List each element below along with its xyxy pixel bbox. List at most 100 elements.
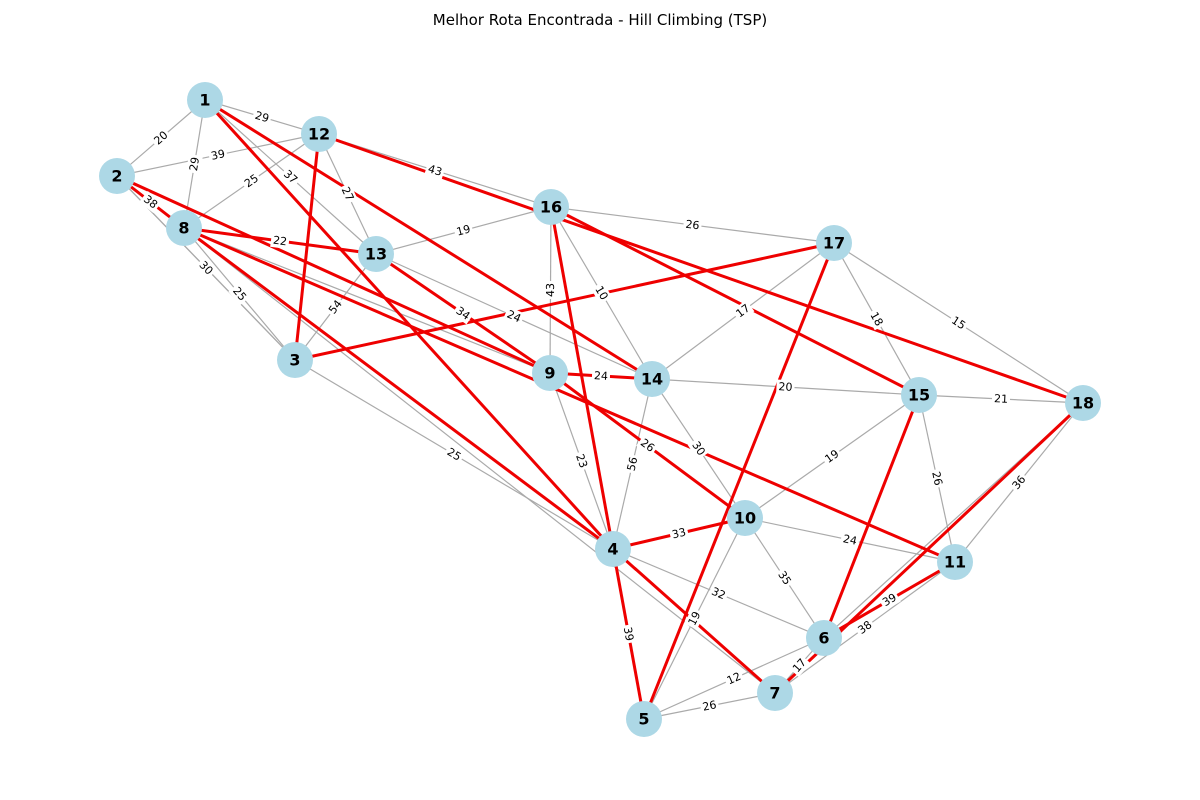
node-circle (533, 189, 569, 225)
edge-weight-text: 27 (339, 185, 357, 203)
edge-weight-text: 26 (685, 218, 701, 233)
node-label: 3 (289, 351, 300, 370)
edge-weight-label-bg (699, 697, 720, 715)
node-circle (727, 500, 763, 536)
edge-weight-label: 29 (186, 153, 203, 175)
edge-weight-text: 15 (949, 314, 968, 333)
node-circle (806, 620, 842, 656)
route-edge-8-11 (183, 226, 956, 564)
edge-weight-label-bg (687, 437, 710, 460)
node-18: 18 (1065, 385, 1101, 421)
node-13: 13 (358, 236, 394, 272)
node-label: 9 (544, 364, 555, 383)
edge-weight-label-bg (623, 453, 642, 475)
node-label: 16 (540, 198, 562, 217)
edge-weight-label-bg (947, 312, 970, 334)
edge-weight-text: 18 (867, 310, 885, 329)
edge-weight-text: 38 (856, 618, 875, 637)
edge-weight-label: 36 (1007, 471, 1031, 494)
node-2: 2 (99, 158, 135, 194)
node-label: 13 (365, 245, 387, 264)
node-5: 5 (626, 701, 662, 737)
edge-weight-text: 43 (426, 162, 443, 179)
edge-weight-label-bg (820, 445, 844, 468)
edge-weight-label-bg (279, 165, 302, 189)
edge-weight-label: 26 (928, 468, 946, 489)
edge-weight-label-bg (853, 616, 877, 639)
node-label: 10 (734, 509, 756, 528)
node-label: 5 (638, 710, 649, 729)
route-edge-4-1 (203, 98, 615, 551)
node-circle (626, 701, 662, 737)
edge-weight-label: 43 (424, 161, 446, 180)
edge-weight-label: 26 (682, 216, 703, 234)
edge-weight-label-bg (591, 368, 611, 384)
edge-weight-label: 25 (228, 282, 251, 306)
node-circle (901, 377, 937, 413)
edge-weight-text: 33 (671, 526, 688, 542)
node-label: 11 (944, 553, 966, 572)
node-circle (187, 82, 223, 118)
edge-weight-text: 43 (544, 283, 557, 297)
edge-weight-text: 30 (689, 439, 708, 458)
edge-weight-text: 23 (573, 452, 590, 470)
node-6: 6 (806, 620, 842, 656)
edge-weight-label: 20 (776, 379, 795, 395)
route-layer (116, 98, 1085, 720)
edge-weight-text: 21 (994, 392, 1009, 406)
node-label: 18 (1072, 394, 1094, 413)
edge-weight-label-bg (194, 256, 218, 280)
edge-weight-label-bg (337, 182, 358, 206)
edge-weight-label: 22 (270, 232, 290, 250)
node-circle (99, 158, 135, 194)
edge-weight-label: 19 (684, 607, 705, 630)
edge-weight-label: 23 (571, 450, 592, 472)
node-circle (358, 236, 394, 272)
edge-weight-text: 26 (701, 698, 717, 713)
edge-weight-label: 39 (619, 623, 638, 645)
edge-weight-label: 39 (207, 146, 229, 164)
edge-weight-label-bg (251, 107, 273, 127)
edge-weight-label-bg (707, 583, 730, 604)
node-12: 12 (301, 116, 337, 152)
edge-weight-text: 29 (187, 156, 202, 172)
edge-weight-label-bg (502, 306, 526, 327)
figure-title: Melhor Rota Encontrada - Hill Climbing (… (432, 11, 768, 29)
edge-weight-label-bg (619, 623, 638, 645)
edge-weight-label: 21 (991, 391, 1011, 407)
edge-weight-label-bg (668, 524, 690, 543)
edge-weight-text: 25 (242, 172, 261, 191)
edge-weight-label-bg (684, 607, 705, 630)
node-9: 9 (532, 355, 568, 391)
edge-weight-text: 35 (775, 569, 794, 588)
node-4: 4 (595, 531, 631, 567)
node-7: 7 (757, 675, 793, 711)
node-16: 16 (533, 189, 569, 225)
edge-8-9 (183, 227, 551, 374)
edge-weight-label-bg (543, 280, 558, 300)
edge-weight-text: 12 (725, 670, 743, 688)
edge-weight-label-bg (207, 146, 229, 164)
edge-weight-label-bg (186, 153, 203, 175)
edge-weight-text: 39 (880, 591, 899, 609)
edge-weight-label-bg (776, 379, 795, 395)
edge-weight-label: 37 (279, 165, 302, 189)
node-circle (166, 210, 202, 246)
edge-weight-text: 25 (230, 284, 249, 303)
route-edge-9-2 (116, 174, 551, 375)
node-label: 15 (908, 386, 930, 405)
edge-weight-text: 26 (929, 470, 945, 486)
node-label: 1 (199, 91, 210, 110)
edge-weight-text: 24 (594, 369, 609, 383)
edge-weight-label: 25 (240, 170, 263, 192)
node-label: 17 (823, 234, 845, 253)
edge-weight-label-bg (839, 531, 861, 549)
node-label: 6 (818, 629, 829, 648)
node-label: 7 (769, 684, 780, 703)
edge-weight-text: 54 (326, 297, 345, 316)
edge-weight-label: 54 (324, 295, 347, 319)
edge-weight-text: 10 (592, 284, 610, 303)
edge-weight-label: 35 (773, 566, 796, 590)
